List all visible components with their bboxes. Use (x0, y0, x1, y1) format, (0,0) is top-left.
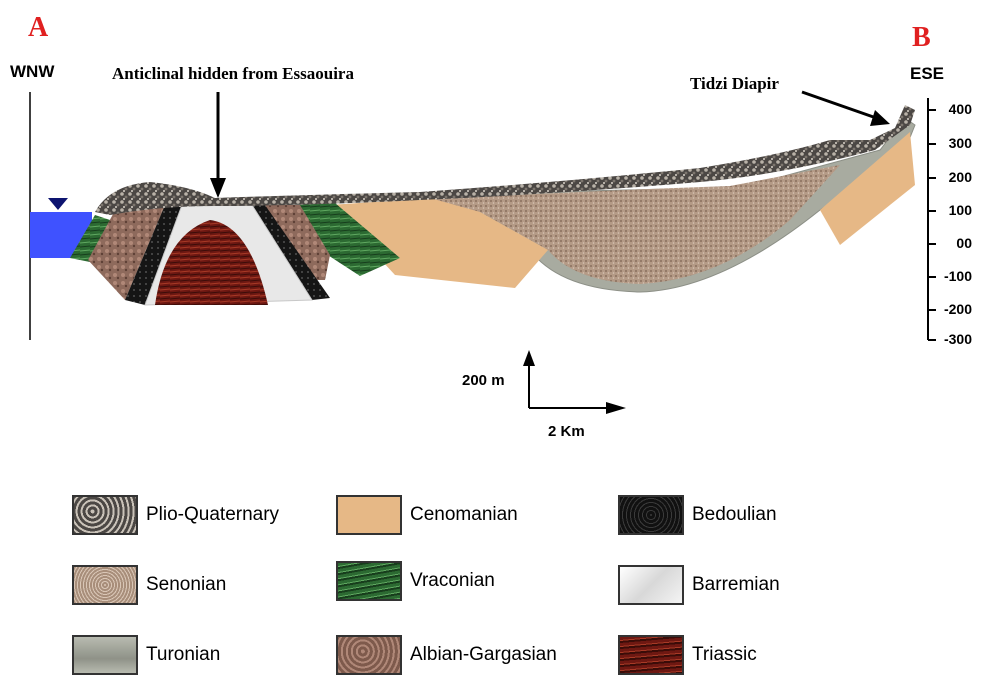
legend-item-vraconian: Vraconian (336, 560, 495, 602)
legend-label: Senonian (146, 574, 226, 596)
corner-label-a: A (28, 12, 48, 44)
direction-ese: ESE (910, 64, 944, 84)
scale-vertical-label: 200 m (462, 372, 505, 389)
elevation-tick-label: -200 (920, 301, 972, 317)
elevation-tick-label: -100 (920, 268, 972, 284)
corner-label-b: B (912, 22, 931, 54)
swatch-cenomanian (336, 495, 402, 535)
legend-item-triassic: Triassic (618, 634, 757, 676)
elevation-tick-label: 400 (920, 101, 972, 117)
elevation-tick-label: -300 (920, 331, 972, 347)
legend-item-plio-quaternary: Plio-Quaternary (72, 494, 279, 536)
legend-item-albian-gargasian: Albian-Gargasian (336, 634, 557, 676)
scale-horizontal-label: 2 Km (548, 423, 585, 440)
legend-label: Turonian (146, 644, 220, 666)
legend-item-cenomanian: Cenomanian (336, 494, 518, 536)
swatch-plio-quaternary (72, 495, 138, 535)
legend-item-barremian: Barremian (618, 564, 780, 606)
swatch-turonian (72, 635, 138, 675)
elevation-tick-label: 00 (920, 235, 972, 251)
legend-label: Vraconian (410, 570, 495, 592)
legend-label: Triassic (692, 644, 757, 666)
elevation-tick-label: 300 (920, 135, 972, 151)
elevation-tick-label: 100 (920, 202, 972, 218)
legend-label: Cenomanian (410, 504, 518, 526)
legend-label: Bedoulian (692, 504, 777, 526)
swatch-senonian (72, 565, 138, 605)
swatch-bedoulian (618, 495, 684, 535)
legend-item-turonian: Turonian (72, 634, 220, 676)
legend-item-senonian: Senonian (72, 564, 226, 606)
swatch-barremian (618, 565, 684, 605)
legend-label: Albian-Gargasian (410, 644, 557, 666)
legend-label: Barremian (692, 574, 780, 596)
direction-wnw: WNW (10, 62, 54, 82)
legend-label: Plio-Quaternary (146, 504, 279, 526)
elevation-tick-label: 200 (920, 169, 972, 185)
swatch-triassic (618, 635, 684, 675)
anticline-annotation: Anticlinal hidden from Essaouira (112, 64, 354, 84)
swatch-vraconian (336, 561, 402, 601)
swatch-albian-gargasian (336, 635, 402, 675)
diapir-annotation: Tidzi Diapir (690, 74, 779, 94)
legend-item-bedoulian: Bedoulian (618, 494, 777, 536)
